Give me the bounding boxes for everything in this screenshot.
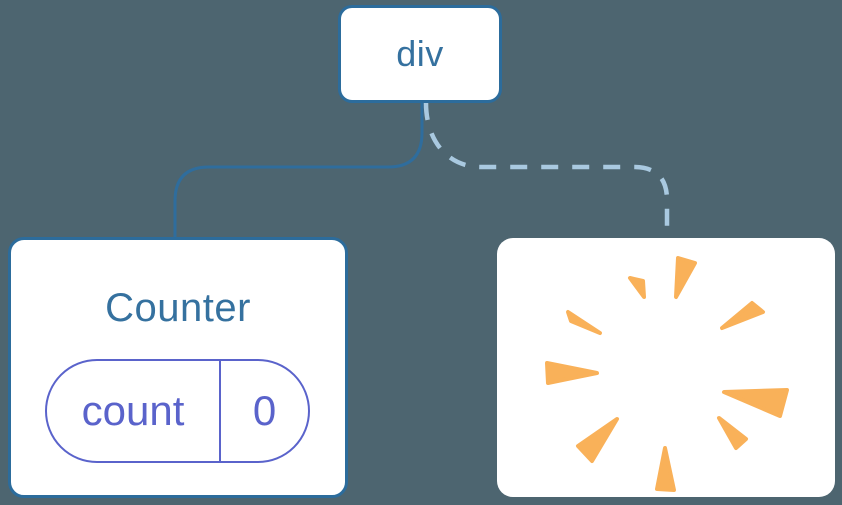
poof-burst-icon <box>545 256 789 492</box>
root-node-div: div <box>338 5 502 103</box>
state-value-label: 0 <box>252 387 277 434</box>
solid-connector-line <box>173 101 424 240</box>
component-title: Counter <box>105 286 251 330</box>
dashed-connector-line <box>423 102 670 240</box>
state-name-label: count <box>81 387 185 434</box>
state-name-cell: count <box>47 361 221 461</box>
root-node-label: div <box>396 33 444 74</box>
state-value-cell: 0 <box>221 361 308 461</box>
state-pill: count 0 <box>45 359 310 463</box>
removed-component-node <box>497 238 835 497</box>
counter-component-node: Counter count 0 <box>8 237 348 498</box>
